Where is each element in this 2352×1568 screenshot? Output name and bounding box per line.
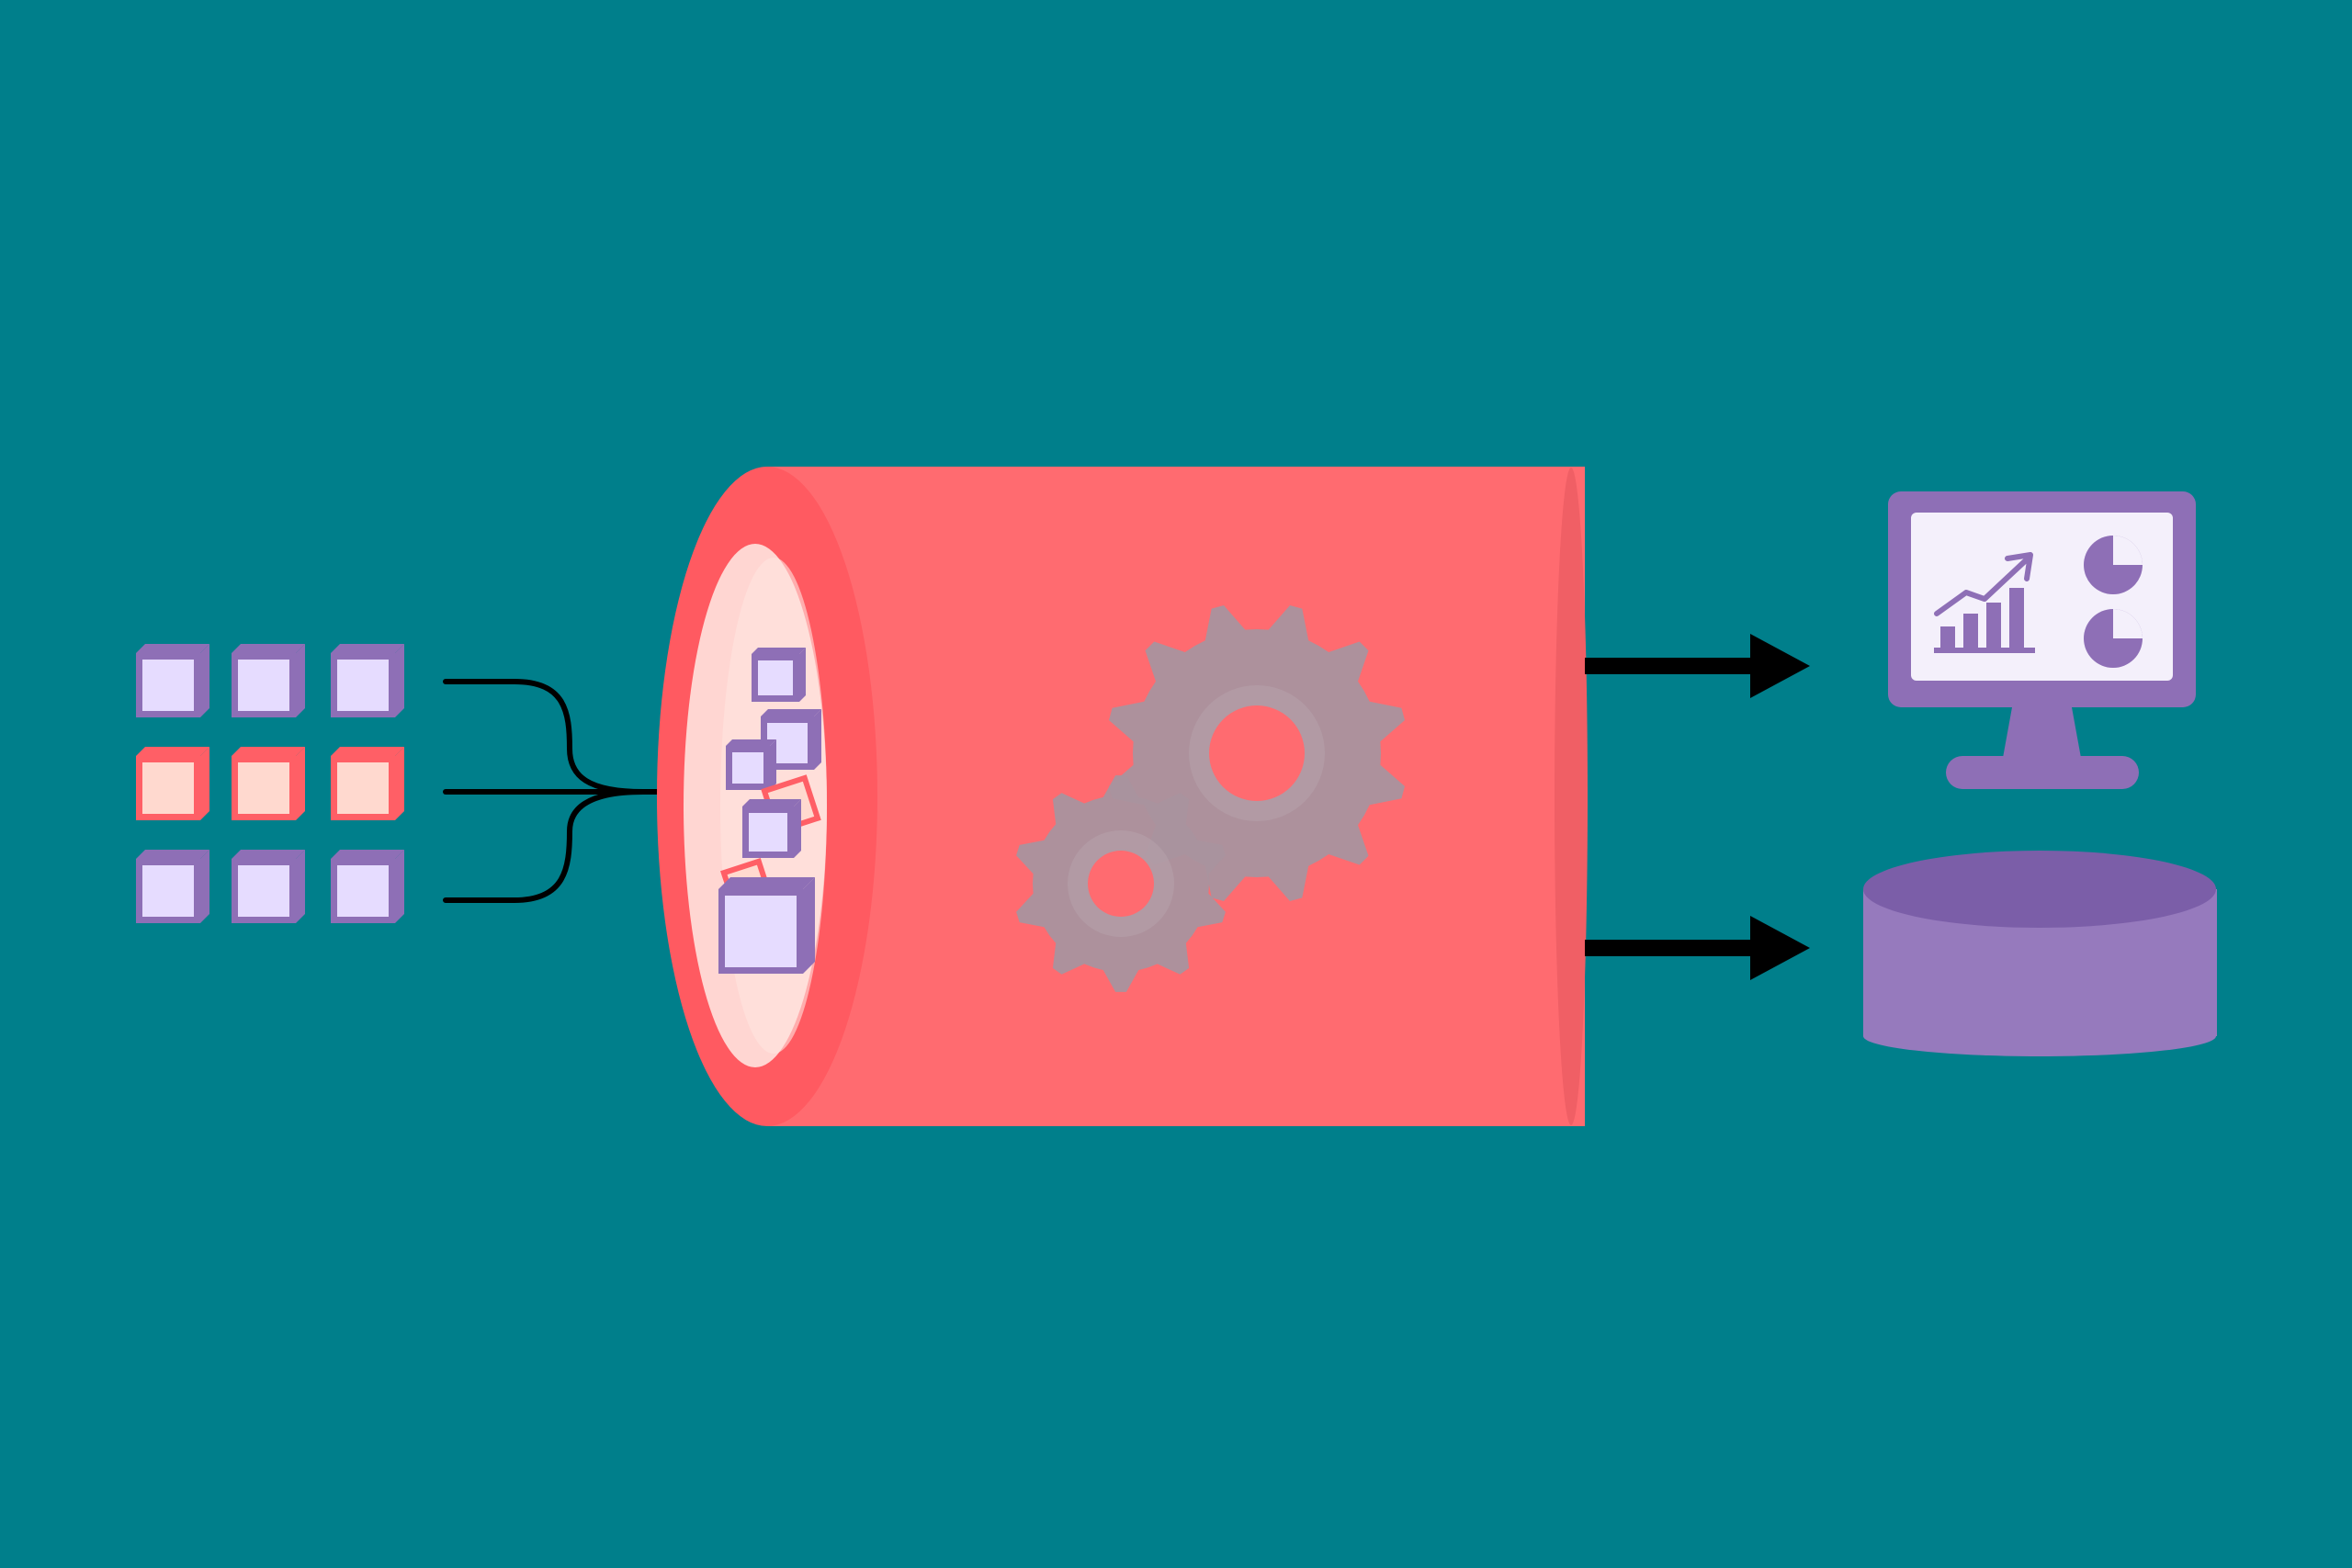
arrow-right-icon	[1585, 634, 1810, 698]
pie-chart-icon	[2084, 536, 2143, 594]
input-block	[232, 747, 305, 820]
input-block	[232, 644, 305, 717]
input-line-bottom	[443, 789, 646, 903]
input-block	[331, 747, 404, 820]
input-line-top	[443, 679, 646, 795]
input-block	[331, 644, 404, 717]
trend-arrow-icon	[1934, 552, 2033, 616]
database-bottom	[1863, 1016, 2216, 1056]
input-block	[136, 747, 209, 820]
pipe-block	[718, 877, 815, 974]
database-icon	[1863, 851, 2217, 1056]
monitor-chart-icon	[1888, 491, 2196, 789]
input-block	[232, 850, 305, 923]
input-block	[136, 644, 209, 717]
gears-icon	[1016, 605, 1405, 992]
database-top	[1863, 851, 2216, 928]
pipe-block	[752, 648, 806, 702]
monitor-stand	[2003, 707, 2081, 758]
input-block	[136, 850, 209, 923]
data-blocks-icon	[136, 644, 404, 923]
monitor-base	[1946, 756, 2139, 789]
pipe-block	[726, 739, 776, 790]
input-block	[331, 850, 404, 923]
small-gear-icon	[1016, 775, 1226, 992]
arrow-right-icon	[1585, 916, 1810, 980]
pipe-right-end	[1555, 468, 1588, 1125]
bar-chart-icon	[1934, 588, 2035, 653]
pipe-block	[742, 799, 801, 858]
output-arrows	[1585, 634, 1810, 980]
pie-chart-icon	[2084, 609, 2143, 668]
pipe-inner-blocks	[718, 648, 821, 974]
